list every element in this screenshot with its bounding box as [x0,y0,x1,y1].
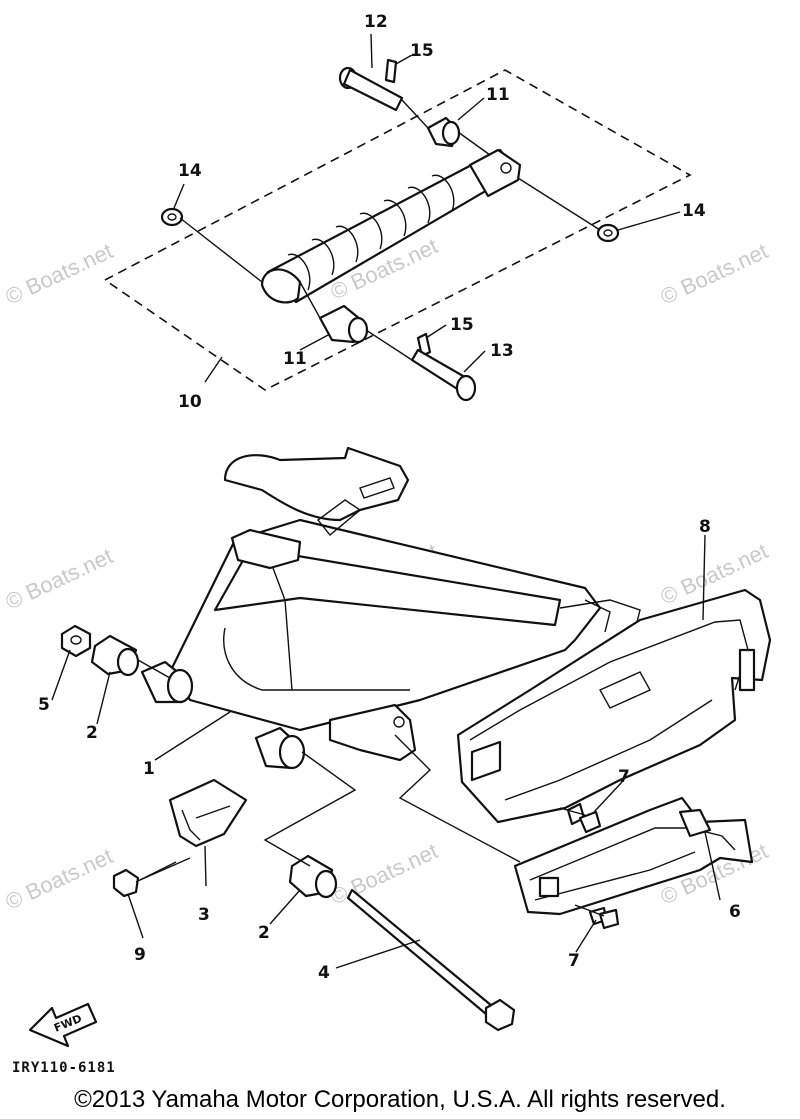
callout-6: 6 [729,902,741,922]
copyright-notice: ©2013 Yamaha Motor Corporation, U.S.A. A… [74,1086,726,1113]
bolt-lower-7 [588,906,620,930]
callout-5: 5 [38,695,50,715]
upper-pin-12 [338,66,404,112]
callout-3: 3 [198,905,210,925]
nut-5 [60,624,92,658]
swingarm-leader-lines [137,659,605,917]
callout-leaders [51,33,721,969]
callout-8: 8 [699,517,711,537]
swingarm-pivot-bushing-right [254,726,306,770]
callout-7-lower: 7 [568,951,580,971]
bolt-upper-7 [566,802,602,834]
watermark-low-left: © Boats.net [2,843,117,914]
callout-4: 4 [318,963,330,983]
callout-labels: 12 15 11 14 14 15 11 13 10 8 5 2 1 7 6 3… [38,12,741,983]
callout-11-lower: 11 [283,349,307,369]
bushing-upper-11 [426,116,461,148]
washer-right-14 [596,223,620,243]
callout-14-right: 14 [682,201,706,221]
callout-2-lower: 2 [258,923,270,943]
watermark-top-right: © Boats.net [657,238,772,309]
washer-left-14 [160,207,184,227]
callout-15-upper: 15 [410,41,434,61]
callout-12: 12 [364,12,388,32]
rear-shock-absorber [260,148,522,304]
watermark-low-center: © Boats.net [327,838,442,909]
chain-protector-6 [513,796,754,916]
bracket-3 [168,778,248,848]
bushing-lower-11 [318,304,369,344]
callout-14-left: 14 [178,161,202,181]
kit-leader-lines [179,99,601,361]
collar-lower-2 [288,854,338,899]
diagram-code: IRY110-6181 [12,1060,116,1076]
pivot-shaft-4 [346,888,516,1032]
callout-9: 9 [134,945,146,965]
callout-11-upper: 11 [486,85,510,105]
collar-upper-2 [90,634,140,677]
lower-pin-13 [410,348,477,402]
callout-13: 13 [490,341,514,361]
watermark-mid-left: © Boats.net [2,543,117,614]
callout-2-upper: 2 [86,723,98,743]
swingarm-pivot-bushing-left [140,660,194,704]
callout-10: 10 [178,392,202,412]
callout-1: 1 [143,759,155,779]
cotter-pin-upper-15 [384,58,398,84]
callout-7-upper: 7 [618,767,630,787]
chain-guard-8 [456,588,772,824]
bolt-9 [112,861,177,898]
swingarm-1 [170,446,641,762]
watermark-top-left: © Boats.net [2,238,117,309]
shock-kit-outline [103,69,692,391]
callout-15-lower: 15 [450,315,474,335]
fwd-arrow: FWD [28,1002,98,1048]
